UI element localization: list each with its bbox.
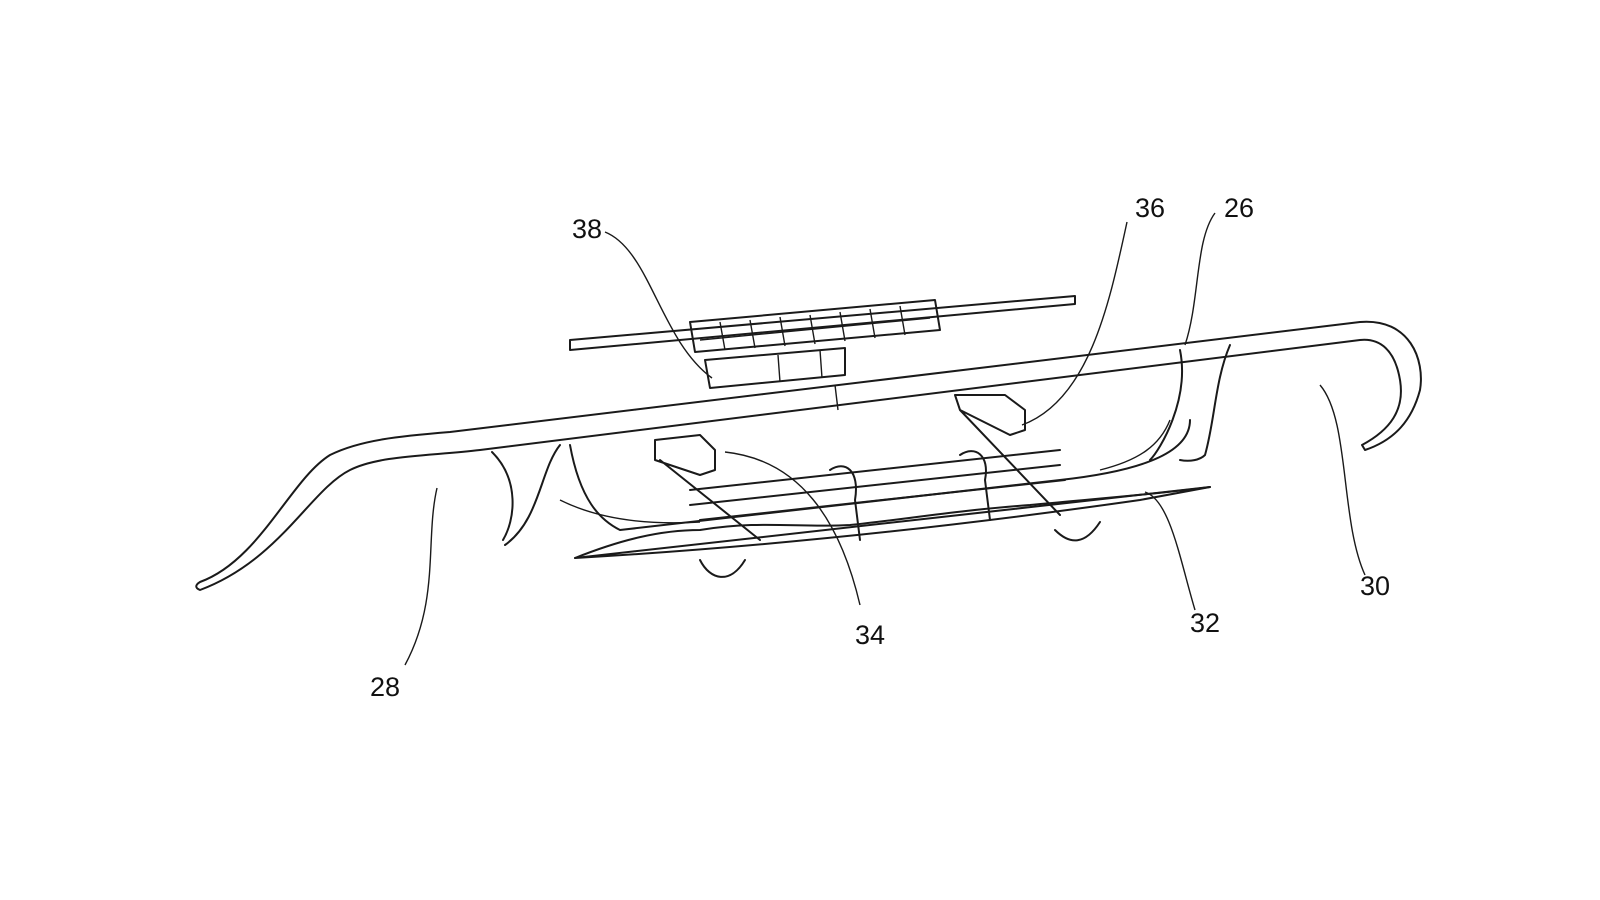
diffuser-panel-32 [574, 486, 1211, 578]
module-38 [569, 295, 1076, 411]
ref-32: 32 [1190, 608, 1220, 638]
bumper-26 [195, 320, 1422, 591]
ref-34: 34 [855, 620, 885, 650]
ref-30: 30 [1360, 571, 1390, 601]
ref-38: 38 [572, 214, 602, 244]
ref-26: 26 [1224, 193, 1254, 223]
leader-lines [404, 212, 1366, 666]
ref-36: 36 [1135, 193, 1165, 223]
brackets-34-36 [654, 394, 1066, 541]
ref-28: 28 [370, 672, 400, 702]
